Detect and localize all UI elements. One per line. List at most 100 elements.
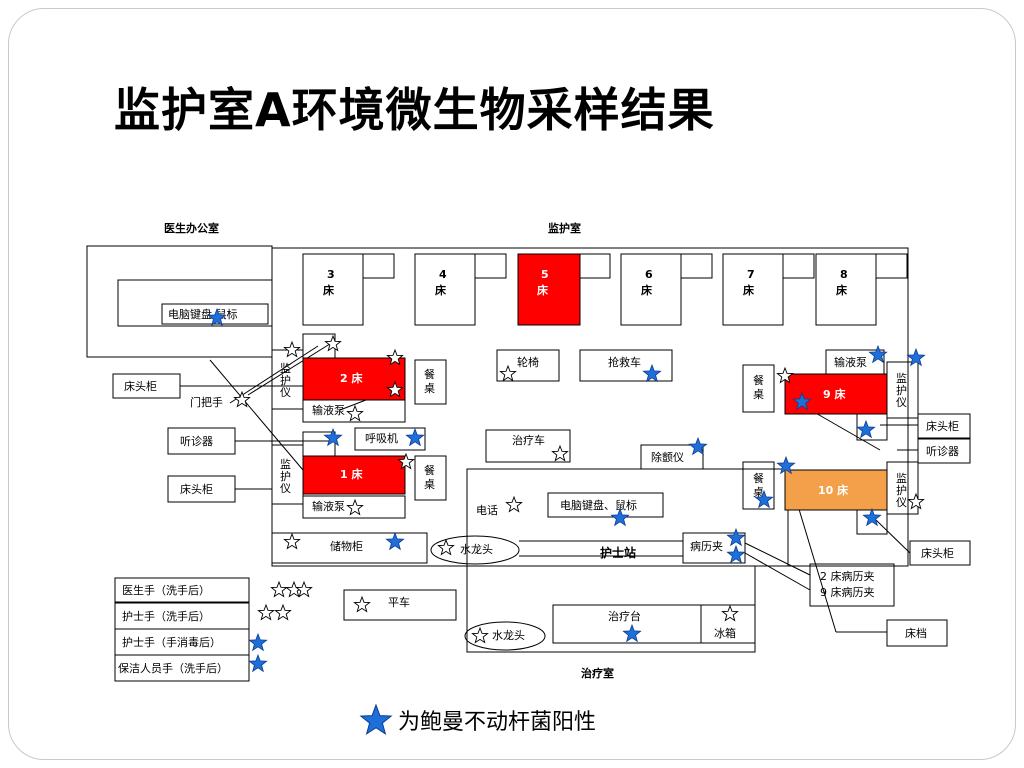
positive-star-icon	[776, 455, 796, 475]
fridge-label: 冰箱	[714, 626, 736, 640]
cleaner-hand-label: 保洁人员手（洗手后）	[118, 661, 228, 675]
monitor-2-b: 护	[280, 469, 291, 483]
doctor-office-room	[86, 245, 273, 358]
positive-star-icon	[248, 632, 268, 652]
negative-star-icon	[437, 538, 455, 556]
doctor-hand-label: 医生手（洗手后）	[122, 583, 210, 597]
monitor-9-c: 仪	[896, 396, 907, 409]
treatment-table-label: 治疗台	[608, 609, 641, 623]
door-handle-label: 门把手	[190, 395, 223, 409]
bed-3-char: 床	[323, 283, 335, 297]
meal-table-9-a: 餐	[753, 373, 764, 387]
infusion-pump-1-label: 输液泵	[312, 403, 345, 417]
bedside-cabinet-label-2: 床头柜	[180, 482, 213, 496]
negative-star-icon	[346, 498, 364, 516]
nurse-hand-sanitized-label: 护士手（手消毒后）	[122, 635, 221, 649]
bed-9-label: 9 床	[823, 387, 846, 401]
negative-star-icon	[324, 334, 342, 352]
positive-star-icon	[862, 507, 882, 527]
monitor-10-c: 仪	[896, 496, 907, 509]
treatment-cart-label: 治疗车	[512, 433, 545, 447]
bed-5-char: 床	[537, 283, 549, 297]
negative-star-icon	[397, 452, 415, 470]
bed-10-label: 10 床	[818, 483, 849, 497]
station-pc-label: 电脑键盘、鼠标	[560, 498, 637, 512]
stretcher-label: 平车	[388, 595, 410, 609]
infusion-pump-2-label: 输液泵	[312, 499, 345, 513]
meal-table-10-a: 餐	[753, 471, 764, 485]
bed-2-label: 2 床	[340, 371, 363, 385]
monitor-1-c: 仪	[280, 386, 291, 399]
negative-star-icon	[283, 532, 301, 550]
bed-3-num: 3	[327, 268, 335, 281]
negative-star-icon	[499, 364, 517, 382]
positive-star-icon	[642, 363, 662, 383]
positive-star-icon	[726, 544, 746, 564]
bedside-cabinet-label-10: 床头柜	[921, 546, 954, 560]
treatment-room-label: 治疗室	[581, 666, 614, 680]
positive-star-icon	[610, 507, 630, 527]
bed-4-char: 床	[435, 283, 447, 297]
icu-label: 监护室	[548, 221, 581, 235]
negative-star-icon	[907, 492, 925, 510]
bed2-record-label: 2 床病历夹	[820, 569, 875, 583]
bedside-cabinet-label-1: 床头柜	[124, 379, 157, 393]
negative-star-icon	[505, 495, 523, 513]
office-pc-label: 电脑键盘 鼠标	[168, 307, 238, 321]
negative-star-icon	[295, 580, 313, 598]
monitor-2-c: 仪	[280, 482, 291, 495]
sample-stars	[207, 307, 926, 673]
bed-2	[302, 357, 406, 401]
negative-star-icon	[386, 348, 404, 366]
positive-star-icon	[688, 436, 708, 456]
negative-star-icon	[270, 580, 288, 598]
stethoscope-label-9: 听诊器	[926, 444, 959, 458]
monitor-9-a: 监	[896, 372, 907, 385]
negative-star-icon	[274, 603, 292, 621]
doctor-office-label: 医生办公室	[164, 221, 219, 235]
negative-star-icon	[346, 404, 364, 422]
positive-star-icon	[405, 427, 425, 447]
infusion-pump-9-label: 输液泵	[834, 355, 867, 369]
legend: 为鲍曼不动杆菌阳性	[358, 700, 596, 740]
bed-7-num: 7	[747, 268, 755, 281]
meal-table-10-b: 桌	[753, 486, 764, 499]
page-title: 监护室A环境微生物采样结果	[114, 83, 715, 137]
meal-table-2-a: 餐	[424, 463, 435, 477]
bed-7-char: 床	[743, 283, 755, 297]
positive-star-icon	[622, 623, 642, 643]
defibrillator-label: 除颤仪	[651, 450, 684, 464]
meal-table-2-b: 桌	[424, 478, 435, 491]
office-pc-box	[161, 303, 269, 325]
bed-5-num: 5	[541, 268, 549, 281]
negative-star-icon	[551, 444, 569, 462]
negative-star-icon	[233, 390, 251, 408]
legend-text: 为鲍曼不动杆菌阳性	[398, 710, 597, 735]
ventilator-label: 呼吸机	[365, 431, 398, 445]
bed-10	[784, 469, 888, 511]
phone-label: 电话	[476, 504, 498, 517]
bed-4-num: 4	[439, 268, 447, 281]
negative-star-icon	[721, 604, 739, 622]
bed-5	[517, 253, 581, 326]
faucet-1-label: 水龙头	[460, 543, 493, 556]
negative-star-icon	[283, 340, 301, 358]
bed9-record-label: 9 床病历夹	[820, 585, 875, 599]
monitor-9-b: 护	[896, 383, 907, 397]
positive-star-icon	[792, 391, 812, 411]
legend-star-icon	[359, 703, 393, 736]
bed-8-char: 床	[836, 283, 848, 297]
bedside-cabinet-label-9: 床头柜	[926, 419, 959, 433]
positive-star-icon	[906, 347, 926, 367]
monitor-10-b: 护	[896, 483, 907, 497]
storage-cabinet-label: 储物柜	[330, 539, 363, 553]
negative-star-icon	[471, 626, 489, 644]
positive-star-icon	[754, 489, 774, 509]
negative-star-icon	[353, 595, 371, 613]
monitor-2-a: 监	[280, 458, 291, 471]
negative-star-icon	[257, 603, 275, 621]
monitor-1-b: 护	[280, 373, 291, 387]
monitor-1-a: 监	[280, 362, 291, 375]
positive-star-icon	[868, 344, 888, 364]
